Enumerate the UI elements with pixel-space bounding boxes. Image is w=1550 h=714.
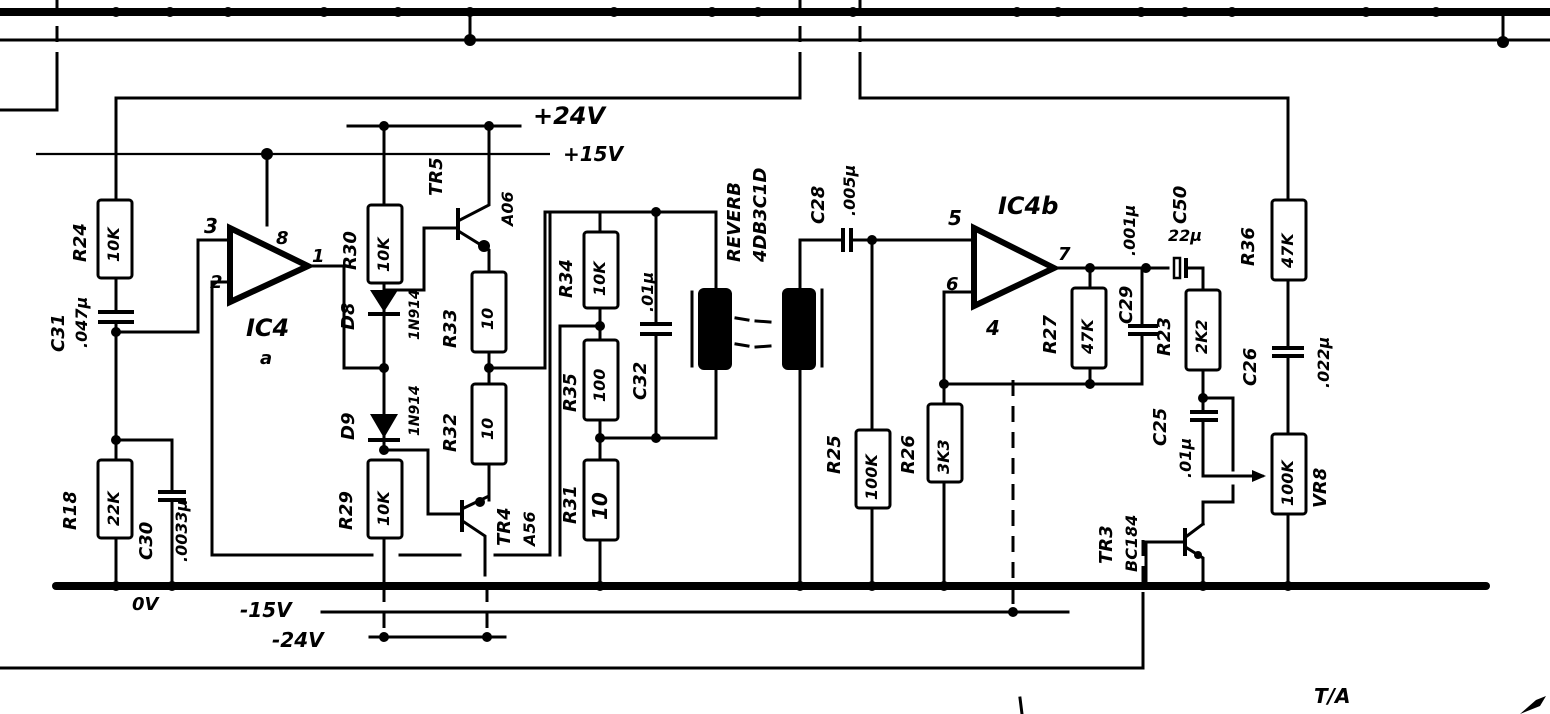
label-rail-plus15: +15V (563, 142, 624, 166)
label-c28-ref: C28 (808, 185, 829, 224)
label-ic4b-pin5: 5 (948, 206, 962, 230)
label-vr8-value: 100K (1278, 460, 1297, 506)
label-tr4-ref: TR4 (494, 507, 515, 546)
label-c29-ref: C29 (1116, 285, 1137, 324)
label-r26-value: 3K3 (934, 439, 953, 474)
label-d8-value: 1N914 (407, 289, 423, 340)
reverb-return-transducer (782, 288, 816, 370)
label-rail-minus24: -24V (272, 628, 324, 652)
label-ic4a-pin1: 1 (312, 246, 325, 267)
label-vr8-ref: VR8 (1310, 467, 1331, 508)
label-r18-value: 22K (104, 491, 123, 526)
label-r25-value: 100K (862, 454, 881, 500)
label-r24-ref: R24 (70, 223, 91, 262)
label-r32-ref: R32 (440, 413, 461, 452)
label-ic4b-pin4: 4 (986, 316, 1000, 340)
label-r29-ref: R29 (336, 491, 357, 530)
label-r35-value: 100 (590, 368, 609, 402)
label-r36-ref: R36 (1238, 227, 1259, 266)
label-r30-ref: R30 (340, 231, 361, 270)
label-ic4a-pin2: 2 (210, 272, 223, 293)
label-d8-ref: D8 (338, 302, 359, 330)
label-tr3-value: BC184 (1122, 514, 1141, 572)
label-r26-ref: R26 (898, 435, 919, 474)
label-r36-value: 47K (1278, 233, 1297, 268)
label-r31-ref: R31 (560, 485, 581, 524)
label-ic4a: IC4 (246, 314, 290, 342)
label-r24-value: 10K (104, 227, 123, 262)
label-r23-ref: R23 (1154, 317, 1175, 356)
label-r32-value: 10 (478, 417, 497, 440)
label-c32-value: .01µ (638, 271, 657, 312)
label-r35-ref: R35 (560, 373, 581, 412)
label-r33-value: 10 (478, 307, 497, 330)
label-r29-value: 10K (374, 491, 393, 526)
label-r18-ref: R18 (60, 491, 81, 530)
label-r33-ref: R33 (440, 309, 461, 348)
label-d9-ref: D9 (338, 412, 359, 440)
label-d9-value: 1N914 (407, 385, 423, 436)
label-c30-ref: C30 (136, 521, 157, 560)
label-r31-value: 10 (588, 492, 612, 520)
label-c50-ref: C50 (1170, 185, 1191, 224)
opamp-ic4a (227, 223, 316, 307)
label-c50-value: 22µ (1168, 226, 1203, 245)
label-c30-value: .0033µ (172, 499, 191, 562)
label-c25-value: .01µ (1176, 437, 1195, 478)
label-c26-value: .022µ (1314, 336, 1333, 388)
label-ic4b: IC4b (998, 192, 1059, 220)
label-r34-value: 10K (590, 261, 609, 296)
arrow-mark-icon (1520, 696, 1546, 714)
label-r34-ref: R34 (556, 259, 577, 298)
label-ic4a-pin3: 3 (204, 214, 218, 238)
label-r30-value: 10K (374, 237, 393, 272)
diode-d9 (370, 414, 398, 438)
label-tr5-value: A06 (498, 191, 517, 226)
label-footer: T/A (1314, 684, 1351, 708)
label-r27-ref: R27 (1040, 315, 1061, 354)
label-r23-value: 2K2 (1192, 319, 1211, 354)
label-reverb-value: 4DB3C1D (750, 167, 771, 262)
label-c26-ref: C26 (1240, 347, 1261, 386)
label-rail-minus15: -15V (240, 598, 292, 622)
label-ic4a-pin8: 8 (276, 228, 289, 249)
reverb-send-transducer (698, 288, 732, 370)
label-ic4b-pin7: 7 (1058, 244, 1071, 265)
label-r27-value: 47K (1078, 319, 1097, 354)
label-c25-ref: C25 (1150, 407, 1171, 446)
label-c31-ref: C31 (48, 313, 69, 352)
label-tr4-value: A56 (520, 511, 539, 546)
label-tr5-ref: TR5 (426, 157, 447, 196)
label-c29-value: .001µ (1120, 204, 1139, 256)
opamp-ic4b (971, 223, 1061, 311)
label-ic4b-pin6: 6 (946, 274, 959, 295)
label-rail-plus24: +24V (533, 102, 606, 130)
label-rail-zero: 0V (132, 594, 159, 615)
label-r25-ref: R25 (824, 435, 845, 474)
label-c31-value: .047µ (72, 296, 91, 348)
label-tr3-ref: TR3 (1096, 525, 1117, 564)
label-reverb-ref: REVERB (724, 182, 745, 262)
diode-d8 (370, 290, 398, 312)
label-c28-value: .005µ (840, 164, 859, 216)
label-ic4a-sub: a (260, 348, 273, 369)
label-c32-ref: C32 (630, 361, 651, 400)
capacitor-c50 (1172, 256, 1182, 280)
